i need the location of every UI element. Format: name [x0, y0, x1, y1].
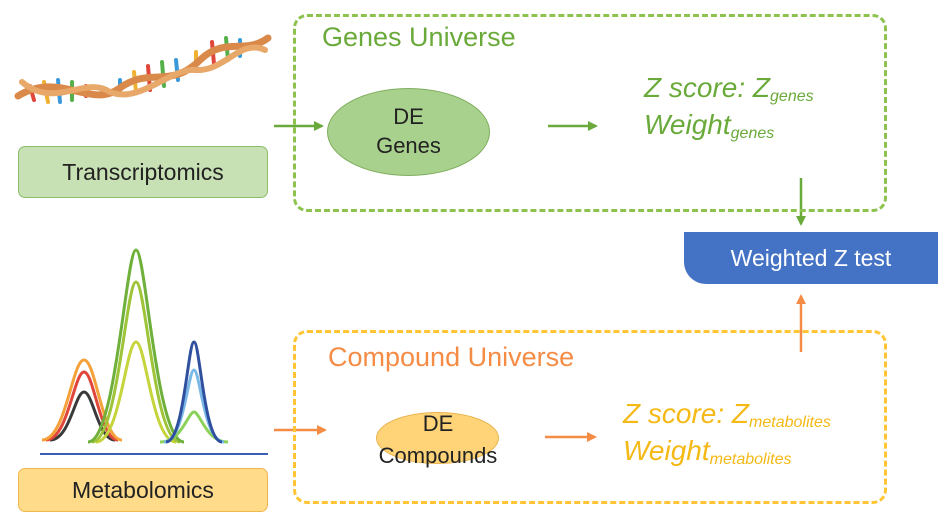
de-genes-line2: Genes: [376, 133, 441, 158]
de-genes-node: DE Genes: [327, 88, 490, 176]
metabolites-zscore-sub: metabolites: [749, 414, 831, 431]
de-genes-line1: DE: [393, 104, 424, 130]
transcriptomics-label: Transcriptomics: [18, 146, 268, 198]
metabolites-zscore: Z score: Zmetabolites: [623, 396, 831, 433]
metabolites-zscore-label: Z score: Z: [623, 398, 750, 429]
metabolites-weight-label: Weight: [623, 435, 710, 466]
genes-universe-title: Genes Universe: [322, 22, 516, 52]
genes-zscore-sub: genes: [770, 88, 814, 105]
de-compounds-line2: Compounds: [378, 442, 498, 468]
genes-zscore-label: Z score: Z: [644, 72, 771, 103]
dna-icon: [14, 34, 272, 104]
weighted-z-test-box: Weighted Z test: [684, 232, 938, 284]
genes-stats: Z score: Zgenes Weightgenes: [644, 70, 814, 144]
genes-weight-sub: genes: [730, 125, 775, 142]
metabolomics-label: Metabolomics: [18, 468, 268, 512]
genes-universe-box: [293, 14, 887, 212]
metabolites-stats: Z score: Zmetabolites Weightmetabolites: [623, 396, 831, 470]
de-compounds-node: [376, 412, 499, 464]
compound-universe-title: Compound Universe: [328, 342, 575, 372]
genes-weight: Weightgenes: [644, 107, 814, 144]
genes-zscore: Z score: Zgenes: [644, 70, 814, 107]
chromatogram-icon: [40, 248, 268, 455]
genes-weight-label: Weight: [644, 109, 731, 140]
metabolites-weight: Weightmetabolites: [623, 433, 831, 470]
compound-universe-box: [293, 330, 887, 504]
de-compounds-label: DE Compounds: [344, 408, 532, 472]
metabolites-weight-sub: metabolites: [709, 451, 792, 468]
de-compounds-line1: DE: [422, 411, 454, 436]
